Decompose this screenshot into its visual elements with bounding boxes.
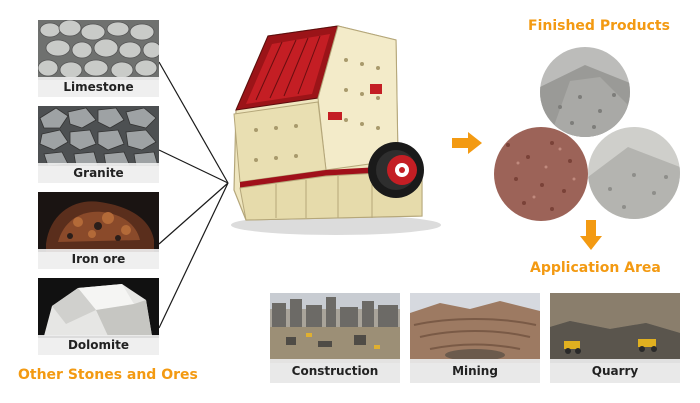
gravel-pile-light [588,127,680,219]
limestone-label: Limestone [38,77,159,97]
down-arrow-icon [580,220,602,250]
limestone-photo [38,20,159,80]
gravel-pile-grey [540,47,630,137]
other-stones-heading: Other Stones and Ores [18,367,198,383]
dolomite-photo [38,278,159,338]
application-area-heading: Application Area [530,260,661,276]
dolomite-label: Dolomite [38,335,159,355]
construction-card: Construction [270,293,400,383]
impact-crusher-icon [231,25,441,235]
granite-photo [38,106,159,166]
right-arrow-icon [452,132,482,154]
gravel-pile-red [494,127,588,221]
granite-label: Granite [38,163,159,183]
iron-ore-photo [38,192,159,252]
quarry-card: Quarry [550,293,680,383]
limestone-card: Limestone [38,20,159,97]
iron-ore-label: Iron ore [38,249,159,269]
mining-card: Mining [410,293,540,383]
iron-ore-card: Iron ore [38,192,159,269]
finished-products-heading: Finished Products [528,18,670,34]
construction-photo [270,293,400,363]
quarry-photo [550,293,680,363]
construction-label: Construction [270,359,400,383]
mining-label: Mining [410,359,540,383]
quarry-label: Quarry [550,359,680,383]
granite-card: Granite [38,106,159,183]
mining-photo [410,293,540,363]
dolomite-card: Dolomite [38,278,159,355]
